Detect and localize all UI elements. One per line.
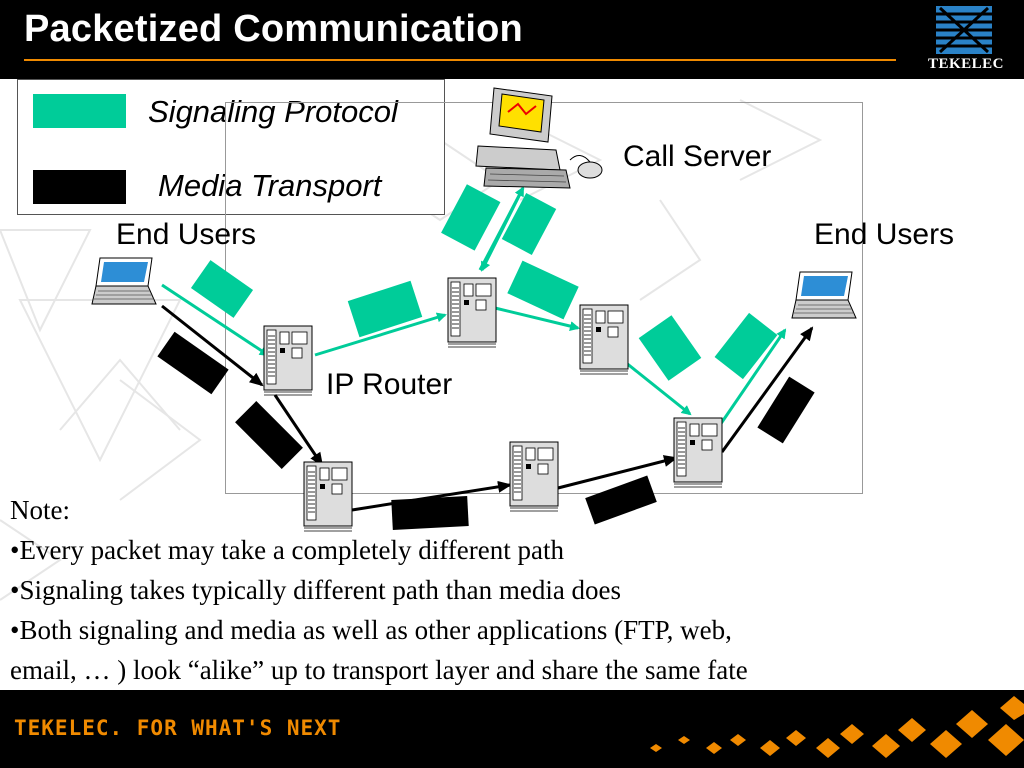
router-icon	[447, 277, 497, 348]
tekelec-logo: TEKELEC	[916, 4, 1016, 76]
signaling-packet	[714, 312, 778, 380]
media-packet	[157, 331, 229, 395]
notes-bullet: •Signaling takes typically different pat…	[10, 575, 622, 605]
logo-text: TEKELEC	[927, 56, 1005, 72]
signaling-packet	[507, 260, 579, 320]
legend-label-signaling: Signaling Protocol	[148, 94, 398, 129]
end-users-right-label: End Users	[814, 218, 955, 251]
laptop-icon	[91, 257, 157, 305]
notes-block: Note: •Every packet may take a completel…	[10, 490, 1010, 690]
media-packet	[757, 376, 815, 444]
arrow-pattern-icon	[650, 696, 1024, 758]
legend-swatch-signaling	[33, 94, 126, 128]
notes-bullet: •Every packet may take a completely diff…	[10, 535, 564, 565]
desktop-computer-icon	[475, 87, 603, 189]
signaling-packet	[638, 315, 702, 381]
notes-bullet: •Both signaling and media as well as oth…	[10, 615, 732, 645]
slide-footer: TEKELEC. FOR WHAT'S NEXT	[0, 690, 1024, 768]
legend-swatch-media	[33, 170, 126, 204]
slide-header: Packetized Communication TEKELEC	[0, 0, 1024, 79]
footer-tagline: TEKELEC. FOR WHAT'S NEXT	[14, 716, 342, 740]
router-icon	[579, 304, 629, 375]
router-icon	[673, 417, 723, 488]
media-packet	[391, 496, 469, 530]
media-packet	[585, 475, 657, 525]
end-users-left-label: End Users	[116, 218, 257, 251]
signaling-packet	[190, 260, 254, 318]
legend-label-media: Media Transport	[158, 168, 382, 203]
tekelec-logo-mark-icon	[936, 6, 992, 54]
router-icon	[263, 325, 313, 396]
notes-heading: Note:	[10, 495, 70, 525]
notes-bullet: email, … ) look “alike” up to transport …	[10, 655, 748, 685]
media-packet	[235, 401, 303, 469]
signaling-packet	[441, 184, 501, 251]
signaling-packet	[501, 193, 557, 255]
signaling-packet	[347, 280, 423, 338]
title-underline	[24, 59, 896, 61]
ip-router-label: IP Router	[326, 368, 453, 401]
legend-box: Signaling Protocol Media Transport	[17, 79, 445, 215]
call-server-label: Call Server	[623, 140, 772, 173]
laptop-icon	[791, 271, 857, 319]
slide-title: Packetized Communication	[24, 8, 523, 50]
